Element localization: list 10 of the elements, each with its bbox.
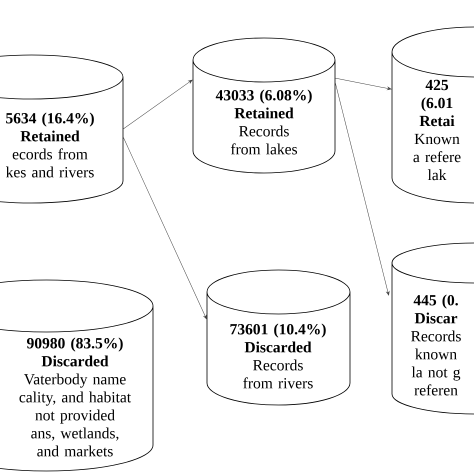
- cylinder-node: 5634 (16.4%) Retained ecords from kes and rivers: [0, 54, 124, 204]
- cylinder-node: 43033 (6.08%) Retained Records from lakes: [192, 38, 336, 174]
- cylinder-node: 90980 (83.5%) Discarded Vaterbody name cality, and habitat not provided ans, wetlands, and markets: [0, 280, 154, 472]
- arrow: [334, 78, 392, 90]
- arrow: [334, 82, 390, 296]
- cylinder-node: 425 (6.01 Retai Known a refere lak: [392, 26, 474, 204]
- cylinder-node: 73601 (10.4%) Discarded Records from rivers: [206, 270, 350, 406]
- arrow: [122, 136, 207, 320]
- cylinder-node: 445 (0. Discar Records known la not g referen: [392, 242, 474, 414]
- arrow: [122, 80, 192, 130]
